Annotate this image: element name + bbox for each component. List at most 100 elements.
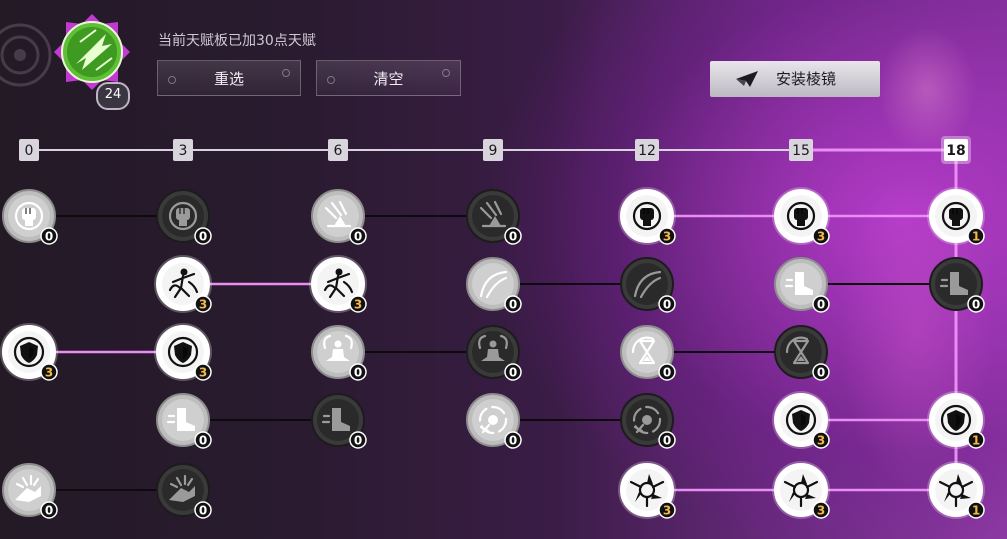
count-badge [504, 227, 522, 245]
talent-node[interactable]: 0 [311, 393, 367, 449]
count-badge [194, 227, 212, 245]
send-icon [736, 71, 758, 87]
count-badge [658, 363, 676, 381]
talent-node[interactable]: 0 [156, 463, 212, 519]
count-badge [40, 501, 58, 519]
point-count: 3 [817, 230, 825, 244]
tier-label: 3 [179, 143, 188, 159]
talent-node[interactable]: 0 [466, 325, 522, 381]
talent-node[interactable]: 0 [774, 325, 830, 381]
talent-node[interactable]: 0 [156, 189, 212, 245]
point-count: 1 [972, 434, 980, 448]
fist-icon [168, 201, 198, 231]
talent-node[interactable]: 3 [618, 461, 676, 519]
claw-burst-icon [479, 200, 507, 228]
meditate-icon [478, 334, 508, 361]
hourglass-icon [631, 336, 656, 365]
reselect-button[interactable]: 重选 [157, 60, 301, 96]
count-badge [658, 227, 676, 245]
talent-node[interactable]: 3 [309, 255, 367, 313]
tri-blade-icon [783, 474, 819, 508]
talent-node[interactable]: 0 [311, 189, 367, 245]
point-count: 0 [663, 298, 671, 312]
tier-label: 6 [334, 143, 343, 159]
talent-node[interactable]: 0 [620, 393, 676, 449]
emblem-icon [0, 23, 52, 87]
point-count: 1 [972, 230, 980, 244]
point-count: 1 [972, 504, 980, 518]
talent-node[interactable]: 0 [466, 189, 522, 245]
install-prism-label: 安装棱镜 [776, 70, 837, 88]
tier-label: 9 [489, 143, 498, 159]
talent-node[interactable]: 3 [772, 187, 830, 245]
count-badge [504, 363, 522, 381]
point-count: 0 [199, 504, 207, 518]
point-count: 0 [509, 230, 517, 244]
talent-node[interactable]: 1 [927, 391, 985, 449]
count-badge [504, 431, 522, 449]
talent-node[interactable]: 0 [466, 393, 522, 449]
tier-marker: 6 [328, 139, 348, 161]
meditate-icon [323, 334, 353, 361]
talent-node[interactable]: 0 [156, 393, 212, 449]
tri-blade-icon [938, 474, 974, 508]
dash-arrow-icon [54, 14, 130, 90]
talent-node[interactable]: 3 [154, 255, 212, 313]
point-count: 0 [45, 230, 53, 244]
frost-cycle-icon [478, 405, 508, 435]
talent-node[interactable]: 1 [927, 187, 985, 245]
tier-marker: 12 [635, 139, 659, 161]
count-badge [504, 295, 522, 313]
count-badge [812, 227, 830, 245]
talent-node[interactable]: 0 [466, 257, 522, 313]
impact-arm-icon [15, 474, 41, 502]
point-count: 3 [817, 504, 825, 518]
talent-node[interactable]: 0 [774, 257, 830, 313]
talent-node[interactable]: 0 [2, 189, 58, 245]
count-badge [194, 295, 212, 313]
point-count: 0 [45, 504, 53, 518]
point-count: 0 [354, 230, 362, 244]
count-badge [40, 363, 58, 381]
slash-icon [479, 270, 508, 299]
count-badge [967, 295, 985, 313]
count-badge [967, 227, 985, 245]
count-badge [349, 431, 367, 449]
tier-marker: 3 [173, 139, 193, 161]
talent-node[interactable]: 0 [311, 325, 367, 381]
talent-badge[interactable]: 24 [52, 12, 132, 110]
talent-node[interactable]: 1 [927, 461, 985, 519]
count-badge [194, 501, 212, 519]
talent-node[interactable]: 3 [772, 461, 830, 519]
count-badge [658, 295, 676, 313]
point-count: 0 [354, 366, 362, 380]
point-count: 3 [199, 366, 207, 380]
point-count: 0 [663, 366, 671, 380]
count-badge [812, 431, 830, 449]
talent-node[interactable]: 0 [620, 257, 676, 313]
clear-button[interactable]: 清空 [316, 60, 461, 96]
shield-icon [167, 336, 199, 368]
tier-label: 0 [25, 143, 34, 159]
point-count: 0 [663, 434, 671, 448]
talent-node[interactable]: 3 [618, 187, 676, 245]
install-prism-button[interactable]: 安装棱镜 [710, 61, 880, 97]
point-count: 3 [199, 298, 207, 312]
boot-icon [784, 272, 813, 295]
talent-node[interactable]: 3 [154, 323, 212, 381]
boot-icon [939, 272, 968, 295]
point-count: 0 [199, 230, 207, 244]
tier-marker: 15 [789, 139, 813, 161]
count-badge [658, 431, 676, 449]
talent-node[interactable]: 3 [0, 323, 58, 381]
talent-node[interactable]: 0 [2, 463, 58, 519]
count-badge [349, 295, 367, 313]
tier-marker: 9 [483, 139, 503, 161]
frost-cycle-icon [632, 405, 662, 435]
talent-node[interactable]: 3 [772, 391, 830, 449]
count-badge [194, 431, 212, 449]
talent-node[interactable]: 0 [620, 325, 676, 381]
talent-node[interactable]: 0 [929, 257, 985, 313]
point-count: 3 [663, 230, 671, 244]
